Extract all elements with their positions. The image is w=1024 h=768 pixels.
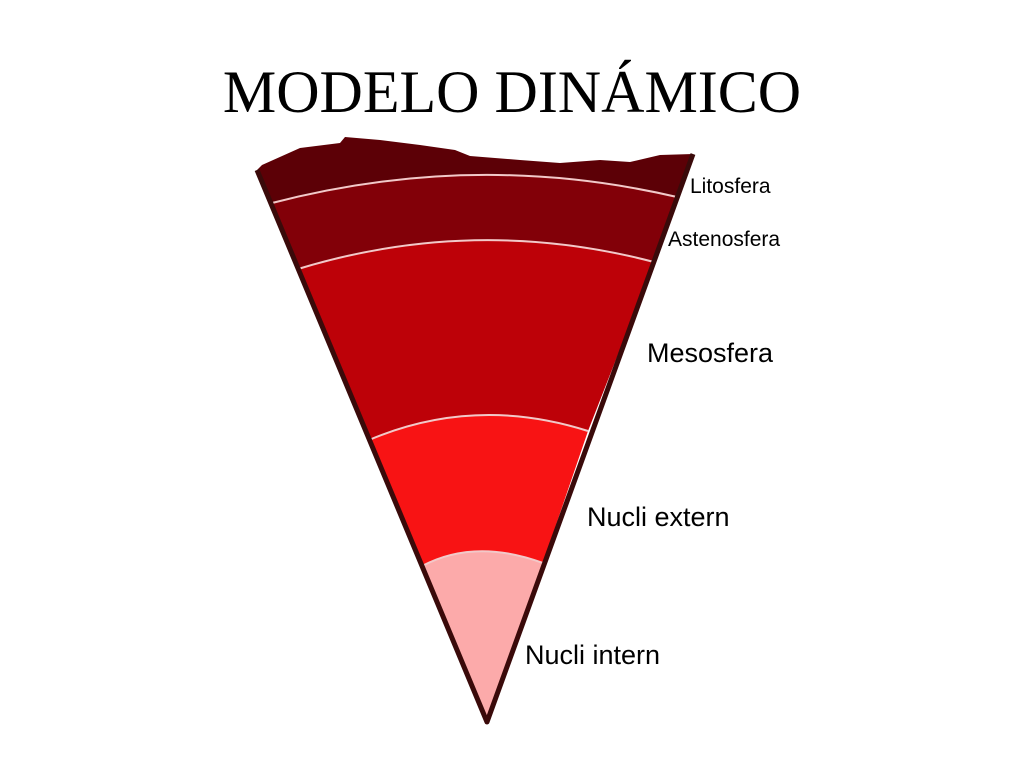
layer-nucli-intern [422,551,543,722]
layer-nucli-extern [369,415,588,566]
boundary-line [421,550,544,567]
boundary-line [271,173,678,204]
wedge-outline [254,153,696,725]
layer-litosfera [257,137,693,203]
layer-mesosfera [298,240,654,440]
label-nucli-extern: Nucli extern [587,502,730,532]
label-astenosfera: Astenosfera [668,228,780,251]
boundary-line [297,239,655,270]
label-mesosfera: Mesosfera [647,338,774,368]
page-title: MODELO DINÁMICO [222,59,802,125]
label-nucli-intern: Nucli intern [525,640,660,670]
label-litosfera: Litosfera [690,175,771,198]
boundary-line [368,414,589,441]
